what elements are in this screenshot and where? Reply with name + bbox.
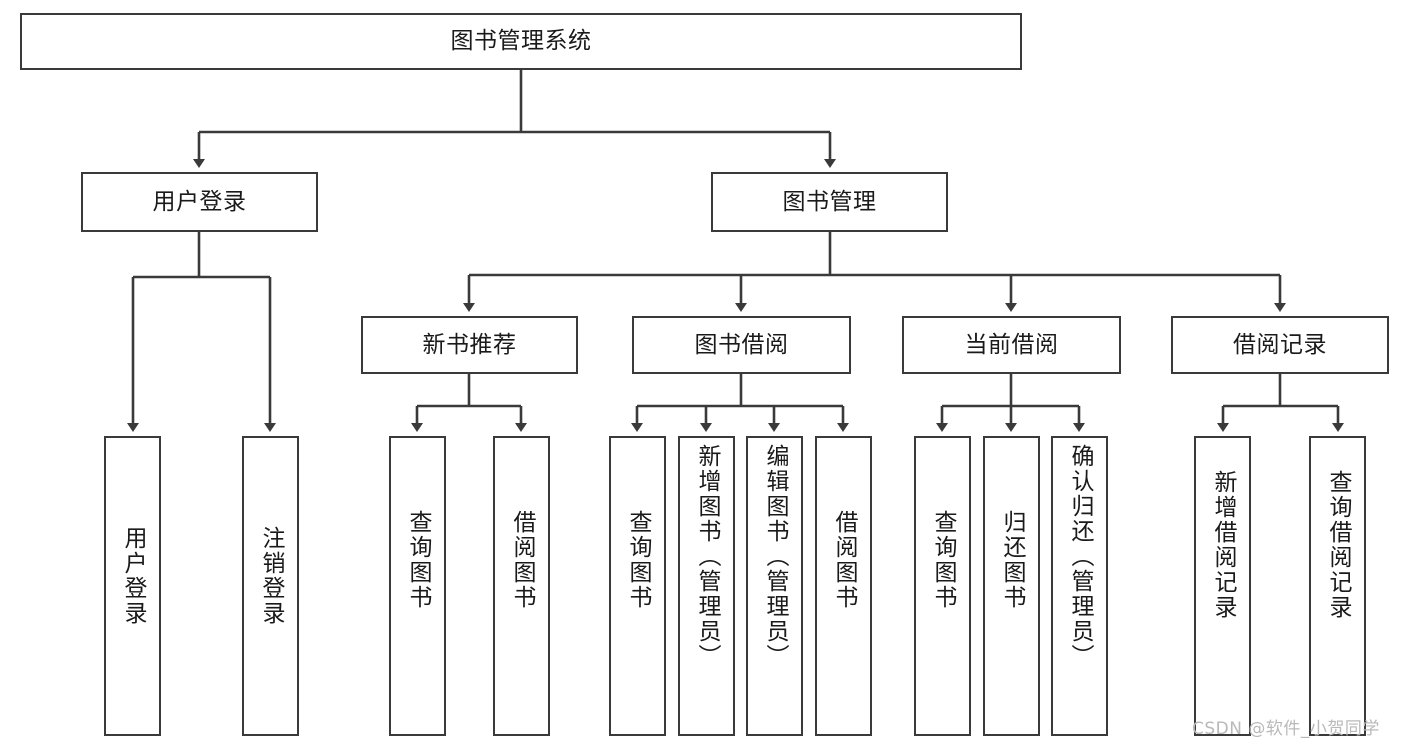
node-root[interactable]: 图书管理系统 — [20, 13, 1022, 70]
node-leaf-query-record-label: 查询借阅记录 — [1325, 470, 1351, 620]
node-leaf-borrow-book-2-label: 借阅图书 — [831, 510, 857, 610]
node-borrow-record[interactable]: 借阅记录 — [1171, 316, 1389, 374]
node-book-borrow-label: 图书借阅 — [694, 331, 789, 358]
node-leaf-borrow-book-1-label: 借阅图书 — [509, 510, 535, 610]
csdn-watermark: CSDN @软件_小贺同学 — [1192, 719, 1380, 739]
node-user-login-label: 用户登录 — [152, 188, 247, 215]
node-leaf-add-record-label: 新增借阅记录 — [1210, 470, 1236, 620]
node-leaf-add-book-label: 新增图书（管理员） — [694, 444, 720, 669]
node-leaf-borrow-book-2[interactable]: 借阅图书 — [815, 436, 872, 736]
node-current-borrow-label: 当前借阅 — [964, 331, 1059, 358]
node-new-book-recommend[interactable]: 新书推荐 — [361, 316, 578, 374]
node-current-borrow[interactable]: 当前借阅 — [902, 316, 1121, 374]
node-leaf-query-record[interactable]: 查询借阅记录 — [1309, 436, 1366, 736]
node-leaf-user-login-label: 用户登录 — [120, 526, 146, 626]
node-book-manage[interactable]: 图书管理 — [711, 172, 948, 232]
node-book-manage-label: 图书管理 — [782, 188, 877, 215]
node-leaf-confirm-return[interactable]: 确认归还（管理员） — [1051, 436, 1108, 736]
node-leaf-user-login[interactable]: 用户登录 — [104, 436, 161, 736]
node-leaf-query-book-2-label: 查询图书 — [625, 510, 651, 610]
node-leaf-query-book-3-label: 查询图书 — [930, 510, 956, 610]
node-leaf-query-book-1-label: 查询图书 — [405, 510, 431, 610]
node-leaf-add-record[interactable]: 新增借阅记录 — [1194, 436, 1251, 736]
node-leaf-query-book-2[interactable]: 查询图书 — [609, 436, 666, 736]
node-leaf-logout[interactable]: 注销登录 — [242, 436, 299, 736]
node-leaf-edit-book-label: 编辑图书（管理员） — [762, 444, 788, 669]
node-user-login[interactable]: 用户登录 — [81, 172, 318, 232]
node-leaf-edit-book[interactable]: 编辑图书（管理员） — [746, 436, 803, 736]
node-borrow-record-label: 借阅记录 — [1233, 331, 1327, 358]
node-leaf-add-book[interactable]: 新增图书（管理员） — [678, 436, 735, 736]
node-leaf-confirm-return-label: 确认归还（管理员） — [1067, 444, 1093, 669]
node-leaf-query-book-3[interactable]: 查询图书 — [914, 436, 971, 736]
node-leaf-logout-label: 注销登录 — [258, 526, 284, 626]
node-leaf-return-book[interactable]: 归还图书 — [983, 436, 1040, 736]
node-leaf-query-book-1[interactable]: 查询图书 — [389, 436, 446, 736]
node-leaf-return-book-label: 归还图书 — [999, 510, 1025, 610]
node-leaf-borrow-book-1[interactable]: 借阅图书 — [493, 436, 550, 736]
node-book-borrow[interactable]: 图书借阅 — [632, 316, 851, 374]
node-root-label: 图书管理系统 — [450, 28, 592, 55]
node-new-book-recommend-label: 新书推荐 — [422, 331, 517, 358]
